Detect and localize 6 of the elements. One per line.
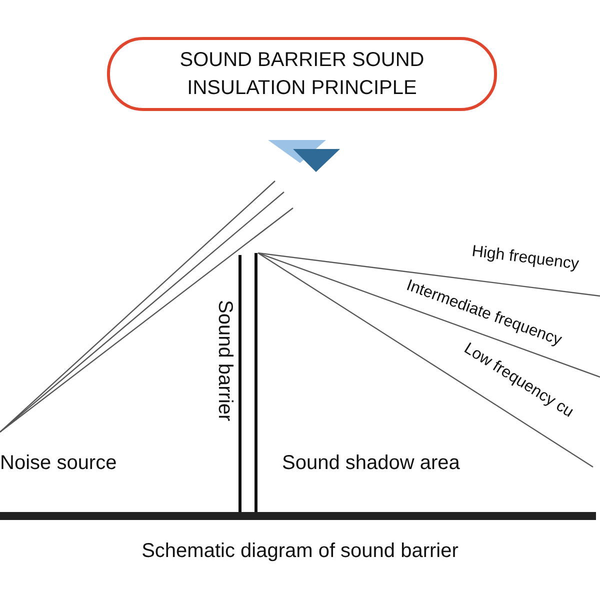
text-label: Noise source xyxy=(0,452,117,475)
text-label: High frequency xyxy=(470,243,580,274)
title-banner: SOUND BARRIER SOUND INSULATION PRINCIPLE xyxy=(107,37,497,111)
text-label: Sound barrier xyxy=(213,300,236,422)
caption: Schematic diagram of sound barrier xyxy=(142,540,458,563)
text-label: Sound shadow area xyxy=(282,452,460,475)
